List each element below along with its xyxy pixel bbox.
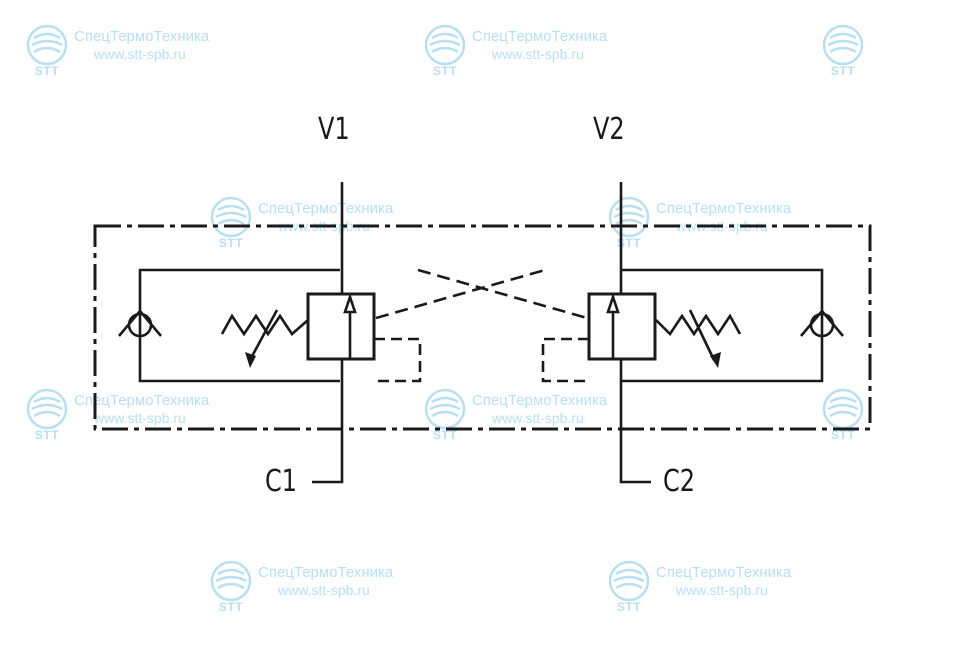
left-valve	[118, 182, 422, 484]
port-label-c2: C2	[663, 464, 696, 499]
right-pilot-loop	[620, 268, 824, 383]
right-spring-icon	[655, 313, 742, 337]
port-label-c1: C1	[265, 464, 298, 499]
right-check-valve-icon	[800, 308, 844, 338]
c2-line	[619, 359, 651, 484]
pilot-cross-line-2	[417, 268, 588, 320]
left-check-valve-icon	[118, 308, 162, 338]
left-pilot-loop	[138, 268, 340, 383]
valve-body-outline	[93, 224, 872, 431]
left-spring-icon	[220, 313, 309, 337]
right-adjust-arrow-icon	[688, 309, 716, 361]
right-valve	[541, 182, 844, 484]
left-drain-line	[374, 337, 422, 383]
port-label-v2: V2	[593, 112, 625, 147]
left-spool	[306, 292, 376, 361]
pilot-cross-line-1	[375, 268, 546, 320]
left-adjust-arrow-icon	[248, 309, 279, 361]
right-spool	[587, 292, 657, 361]
port-label-v1: V1	[318, 112, 350, 147]
c1-line	[312, 359, 344, 484]
right-drain-line	[541, 337, 589, 383]
